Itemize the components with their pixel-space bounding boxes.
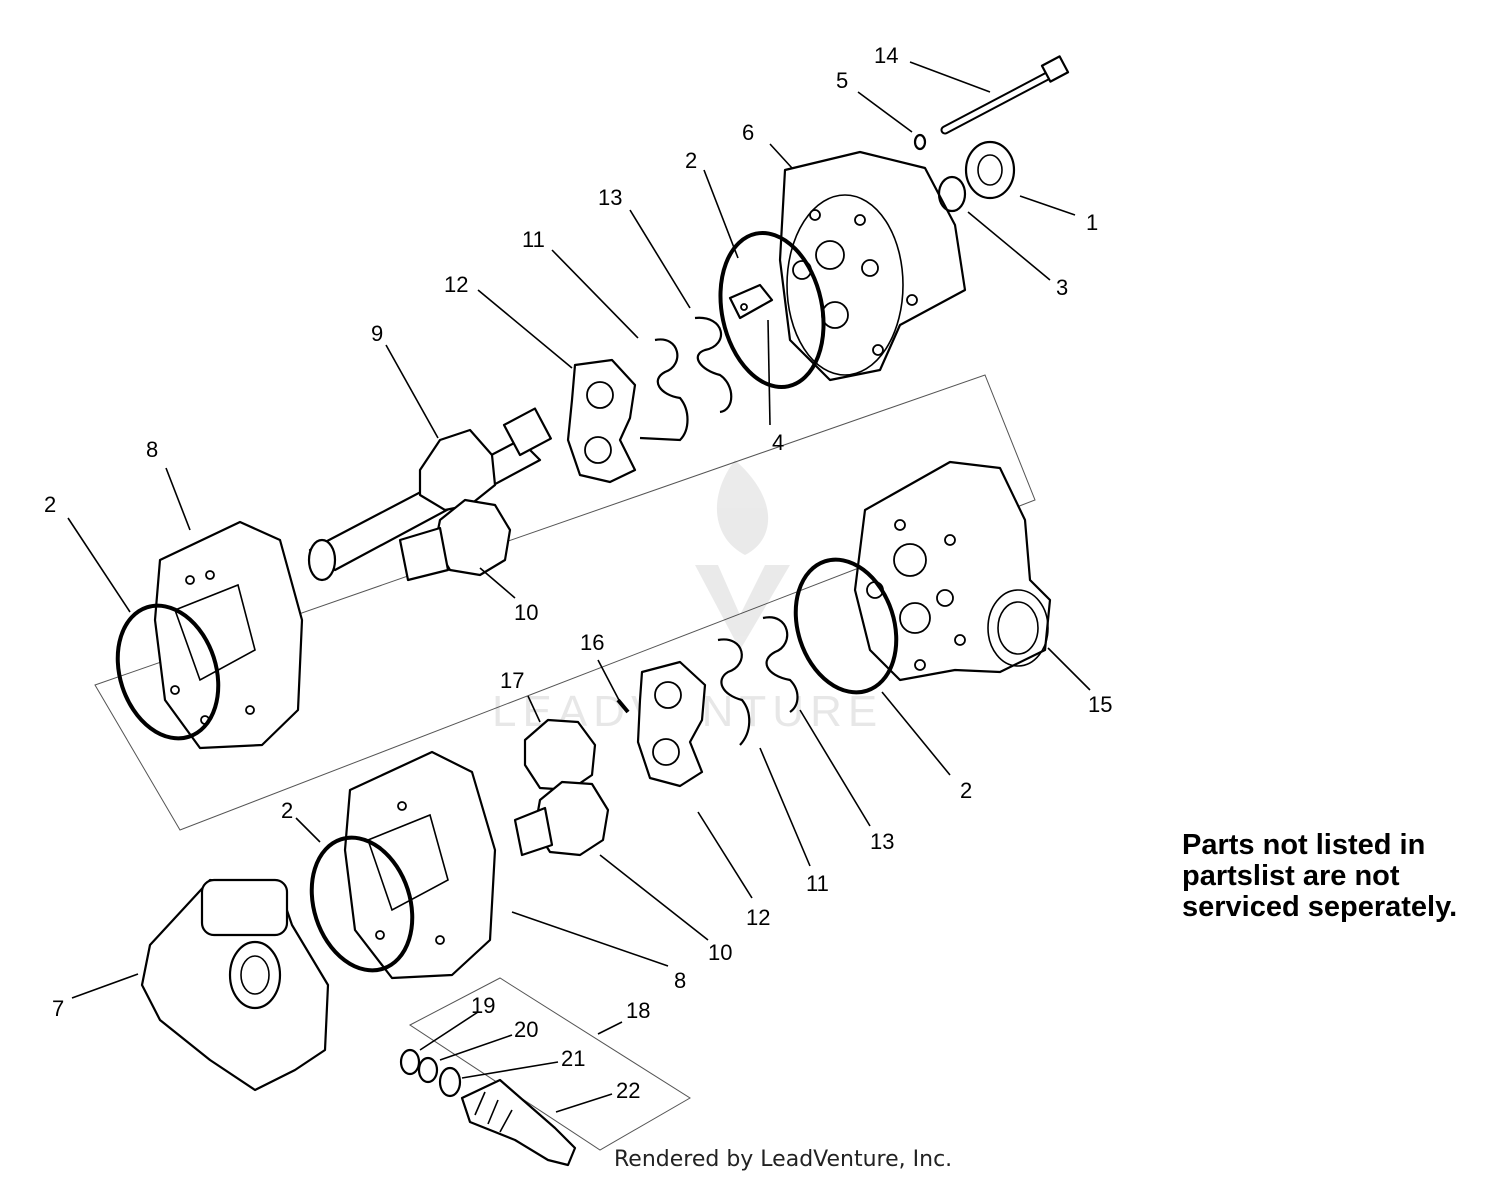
o-ring-part-19[interactable]: [399, 1048, 421, 1076]
callout-13-lower: 13: [870, 829, 894, 854]
callout-7: 7: [52, 996, 64, 1021]
callout-12-lower: 12: [746, 905, 770, 930]
o-ring-part-2-upper-left[interactable]: [101, 592, 234, 751]
callout-9: 9: [371, 321, 383, 346]
callout-17: 17: [500, 668, 524, 693]
callout-20: 20: [514, 1017, 538, 1042]
front-cover-part-7[interactable]: [140, 878, 330, 1092]
bolt-part-14[interactable]: [940, 55, 1070, 135]
callout-10-lower: 10: [708, 940, 732, 965]
rear-cover-part-6[interactable]: [778, 150, 967, 382]
note-line-3: serviced seperately.: [1182, 891, 1457, 923]
callout-2-upper-left: 2: [44, 492, 56, 517]
o-ring-part-2-rear[interactable]: [707, 223, 837, 396]
note-line-1: Parts not listed in: [1182, 829, 1425, 861]
callout-11-upper: 11: [522, 227, 545, 252]
backup-ring-part-20[interactable]: [417, 1056, 439, 1084]
relief-valve-cartridge-part-22[interactable]: [460, 1078, 577, 1167]
callout-labels: 1 3 14 5 6 2 13 11 12 4 9 8 2 10 16 17 1…: [44, 43, 1112, 1103]
assembly-frame-upper: [94, 374, 1036, 831]
callout-22: 22: [616, 1078, 640, 1103]
wear-plate-part-12-upper[interactable]: [566, 358, 637, 484]
callout-16: 16: [580, 630, 604, 655]
callout-4: 4: [772, 430, 784, 455]
seal-ring-part-3[interactable]: [937, 175, 967, 213]
idler-gear-part-17[interactable]: [523, 718, 597, 792]
callout-3: 3: [1056, 275, 1068, 300]
driven-gear-part-10-upper[interactable]: [398, 498, 512, 582]
callout-13-upper: 13: [598, 185, 622, 210]
backup-seal-part-11-upper[interactable]: [639, 338, 689, 442]
callout-6: 6: [742, 120, 754, 145]
callout-14: 14: [874, 43, 898, 68]
o-ring-part-2-front[interactable]: [779, 546, 912, 705]
bushing-part-4[interactable]: [728, 283, 774, 320]
callout-10-upper: 10: [514, 600, 538, 625]
o-ring-part-21[interactable]: [438, 1066, 462, 1098]
note-line-2: partslist are not: [1182, 860, 1400, 892]
render-credit: Rendered by LeadVenture, Inc.: [614, 1147, 952, 1172]
callout-18: 18: [626, 998, 650, 1023]
backup-seal-part-11-lower[interactable]: [717, 638, 751, 746]
shaft-seal-part-1[interactable]: [964, 140, 1016, 200]
driven-gear-part-10-lower[interactable]: [513, 780, 610, 857]
callout-15: 15: [1088, 692, 1112, 717]
gear-housing-part-8-upper[interactable]: [153, 520, 304, 750]
leader-lines: [67, 61, 1091, 1113]
watermark-logo: [695, 460, 790, 650]
seal-part-13-lower[interactable]: [762, 616, 799, 713]
assembly-frame-relief-valve: [409, 977, 691, 1151]
washer-part-5[interactable]: [913, 133, 927, 151]
drive-shaft-gear-part-9[interactable]: [307, 407, 552, 582]
gear-housing-part-8-lower[interactable]: [343, 750, 497, 980]
callout-5: 5: [836, 68, 848, 93]
callout-12-upper: 12: [444, 272, 468, 297]
callout-11-lower: 11: [806, 871, 829, 896]
seal-part-13-upper[interactable]: [694, 316, 733, 414]
callout-2-lower: 2: [281, 798, 293, 823]
callout-8-upper: 8: [146, 437, 158, 462]
callout-19: 19: [471, 993, 495, 1018]
service-note: Parts not listed in partslist are not se…: [1182, 829, 1457, 923]
wear-plate-part-12-lower[interactable]: [636, 660, 707, 788]
callout-2-rear: 2: [685, 148, 697, 173]
port-housing-part-15[interactable]: [853, 460, 1052, 682]
o-ring-part-2-lower[interactable]: [295, 824, 428, 983]
callout-8-lower: 8: [674, 968, 686, 993]
callout-1: 1: [1086, 210, 1098, 235]
callout-2-front: 2: [960, 778, 972, 803]
callout-21: 21: [561, 1046, 585, 1071]
